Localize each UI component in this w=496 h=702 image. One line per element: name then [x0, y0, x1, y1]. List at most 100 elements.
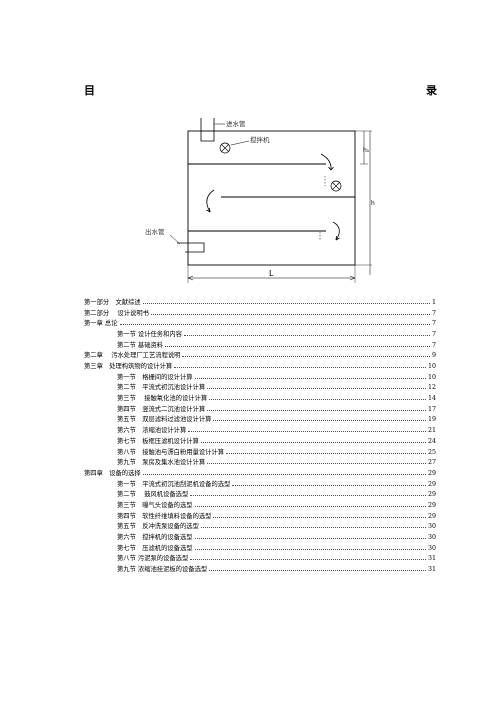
dim-h1-label: h₁ [363, 147, 370, 154]
toc-entry-page: 17 [427, 405, 436, 413]
toc-leader-dots [213, 413, 426, 422]
toc-entry-title: 第二部分 设计说明书 [84, 309, 149, 317]
toc-leader-dots [190, 552, 426, 561]
toc-entry-title: 第四章 设备的选择 [84, 469, 141, 477]
toc-leader-dots [200, 435, 426, 443]
toc-entry-page: 30 [427, 544, 436, 552]
toc-entry-page: 1 [431, 299, 436, 306]
toc-entry-page: 31 [427, 566, 436, 573]
toc-entry-title: 第二节 基础资料 [117, 341, 164, 349]
toc-entry-page: 7 [431, 341, 436, 349]
toc-entry[interactable]: 第三章 处理构筑物的设计计算 10 [84, 360, 436, 371]
mixer-label: 搅拌机 [250, 135, 270, 144]
tank-outline [187, 130, 356, 266]
toc-entry[interactable]: 第二节 基础资料 7 [117, 339, 436, 350]
flow-arrow-icon [206, 189, 215, 213]
toc-leader-dots [207, 456, 426, 465]
toc-entry[interactable]: 第四节 竖流式二沉池设计计算 17 [117, 403, 436, 414]
toc-leader-dots [194, 499, 426, 507]
toc-entry[interactable]: 第四章 设备的选择 29 [84, 467, 436, 478]
toc-entry-page: 19 [427, 416, 436, 424]
toc-entry-title: 第四节 竖流式二沉池设计计算 [117, 405, 206, 413]
toc-entry-page: 30 [427, 523, 436, 531]
toc-entry[interactable]: 第三节 接触氧化池的设计计算 14 [117, 392, 436, 403]
toc-leader-dots [194, 542, 426, 550]
toc-leader-dots [119, 317, 430, 326]
toc-leader-dots [165, 339, 430, 347]
toc-entry-page: 29 [427, 469, 436, 477]
toc-entry-title: 第一章 总论 [84, 320, 118, 328]
toc-leader-dots [182, 349, 430, 358]
toc-entry-title: 第八节 接触池与漂白粉用量设计计算 [117, 448, 225, 456]
toc-entry-page: 31 [427, 555, 436, 563]
toc-leader-dots [207, 403, 426, 411]
toc-leader-dots [200, 520, 426, 529]
toc-leader-dots [209, 563, 426, 571]
toc-entry[interactable]: 第五节 反冲洗泵设备的选型 30 [117, 520, 436, 531]
toc-entry-title: 第五节 反冲洗泵设备的选型 [117, 523, 199, 531]
toc-entry-title: 第一部分 文献综述 [84, 299, 141, 306]
toc-entry[interactable]: 第七节 压滤机的设备选型 30 [117, 542, 436, 553]
toc-entry-page: 9 [431, 352, 436, 360]
toc-leader-dots [150, 307, 430, 315]
inlet-pipe [200, 118, 215, 142]
toc-entry-page: 7 [431, 309, 436, 317]
toc-leader-dots [142, 467, 426, 475]
toc-entry[interactable]: 第二部分 设计说明书 7 [84, 307, 436, 318]
toc-leader-dots [190, 488, 426, 497]
dim-l-label: L [269, 269, 274, 278]
toc-entry-page: 29 [427, 491, 436, 499]
toc-entry-page: 14 [427, 395, 436, 403]
toc-entry-page: 25 [427, 448, 436, 456]
toc-entry-page: 7 [431, 320, 436, 328]
mixer-icon [330, 180, 342, 192]
toc-entry-title: 第二节 平流式初沉池设计计算 [117, 384, 206, 392]
toc-entry-page: 27 [427, 459, 436, 467]
toc-entry-title: 第七节 板框压滤机设计计算 [117, 437, 199, 445]
inlet-label: 进水管 [226, 119, 246, 128]
outlet-pipe [177, 242, 205, 253]
toc-entry-title: 第三章 处理构筑物的设计计算 [84, 363, 173, 371]
toc-entry-page: 12 [427, 384, 436, 392]
mixer-icon [219, 142, 231, 154]
toc-entry-title: 第一节 平流式初沉池刮泥机设备的选型 [117, 480, 231, 488]
toc-leader-dots [194, 371, 426, 379]
toc-entry-title: 第四节 软性纤维填料设备的选型 [117, 512, 212, 520]
toc-leader-dots [188, 424, 426, 433]
toc-leader-dots [226, 446, 426, 454]
toc-entry[interactable]: 第二节 鼓风机设备选型 29 [117, 488, 436, 499]
toc-entry-title: 第一节 格栅间的设计计算 [117, 373, 193, 381]
toc-entry[interactable]: 第一章 总论 7 [84, 317, 436, 328]
toc-entry-page: 30 [427, 533, 436, 541]
toc-entry-title: 第七节 压滤机的设备选型 [117, 544, 193, 552]
toc-leader-dots [174, 360, 426, 369]
toc-entry-title: 第三节 接触氧化池的设计计算 [117, 395, 208, 403]
toc-entry-title: 第二节 鼓风机设备选型 [117, 491, 189, 499]
toc-entry[interactable]: 第一部分 文献综述 1 [84, 296, 436, 307]
toc-entry[interactable]: 第二节 平流式初沉池设计计算 12 [117, 381, 436, 392]
toc-leader-dots [213, 510, 426, 518]
toc-entry[interactable]: 第八节 接触池与漂白粉用量设计计算 25 [117, 446, 436, 457]
toc-entry-page: 10 [427, 363, 436, 371]
toc-entry-title: 第六节 浓缩池设计计算 [117, 427, 187, 435]
toc-entry-page: 7 [431, 331, 436, 339]
flow-arrow-icon [320, 153, 332, 171]
toc-entry[interactable]: 第三节 曝气头设备的选型 29 [117, 499, 436, 510]
toc-entry-title: 第三节 曝气头设备的选型 [117, 501, 193, 509]
toc-entry-page: 29 [427, 501, 436, 509]
toc-title-left: 目 [84, 84, 95, 97]
toc-leader-dots [232, 478, 426, 486]
